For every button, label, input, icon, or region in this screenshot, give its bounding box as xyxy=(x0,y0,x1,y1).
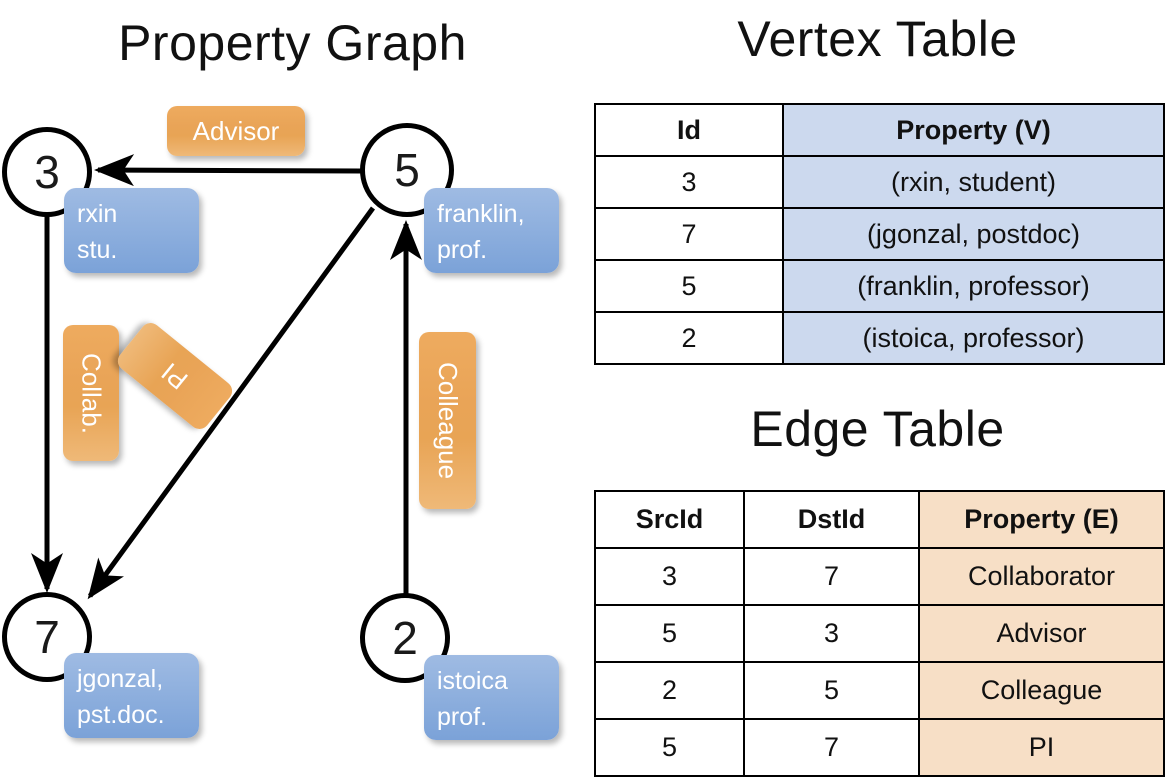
cell-property: (istoica, professor) xyxy=(782,311,1165,365)
cell-srcid: 5 xyxy=(594,604,745,663)
column-header-id: Id xyxy=(594,103,784,157)
node-property-box-7: jgonzal, pst.doc. xyxy=(64,653,199,738)
cell-id: 5 xyxy=(594,259,784,313)
edge-arrow-advisor xyxy=(94,154,362,187)
column-header-dstid: DstId xyxy=(743,490,920,549)
cell-property: Colleague xyxy=(918,661,1165,720)
table-header-row: Id Property (V) xyxy=(594,103,1165,157)
cell-srcid: 2 xyxy=(594,661,745,720)
edge-label-colleague: Colleague xyxy=(419,332,476,509)
cell-property: Collaborator xyxy=(918,547,1165,606)
node-property-box-3: rxin stu. xyxy=(64,188,199,273)
table-row[interactable]: 3 (rxin, student) xyxy=(594,155,1165,209)
graph-node-2[interactable]: 2 xyxy=(360,593,450,683)
cell-id: 2 xyxy=(594,311,784,365)
column-header-srcid: SrcId xyxy=(594,490,745,549)
edge-label-advisor: Advisor xyxy=(167,106,305,156)
table-row[interactable]: 2 (istoica, professor) xyxy=(594,311,1165,365)
node-property-line: prof. xyxy=(437,235,488,264)
cell-id: 7 xyxy=(594,207,784,261)
node-property-line: jgonzal, xyxy=(77,665,164,693)
table-header-row: SrcId DstId Property (E) xyxy=(594,490,1165,549)
table-row[interactable]: 2 5 Colleague xyxy=(594,661,1165,720)
cell-property: PI xyxy=(918,718,1165,777)
node-property-line: rxin xyxy=(77,200,118,228)
table-row[interactable]: 3 7 Collaborator xyxy=(594,547,1165,606)
table-row[interactable]: 7 (jgonzal, postdoc) xyxy=(594,207,1165,261)
edge-arrow-pi xyxy=(87,206,376,600)
property-graph-diagram: 3 5 7 2 rxin stu. franklin, prof. jgonza… xyxy=(0,0,585,760)
edge-label-collaborator: Collab. xyxy=(63,325,119,461)
graph-edge-arrows xyxy=(31,154,422,600)
cell-dstid: 7 xyxy=(743,718,920,777)
cell-dstid: 7 xyxy=(743,547,920,606)
column-header-property-e: Property (E) xyxy=(918,490,1165,549)
graph-node-5[interactable]: 5 xyxy=(360,123,454,217)
page-title-edge-table: Edge Table xyxy=(750,401,1005,457)
cell-dstid: 5 xyxy=(743,661,920,720)
page-title-property-graph: Property Graph xyxy=(118,15,467,71)
table-row[interactable]: 5 7 PI xyxy=(594,718,1165,777)
cell-property: (jgonzal, postdoc) xyxy=(782,207,1165,261)
node-property-box-5: franklin, prof. xyxy=(424,188,559,273)
vertex-table: Id Property (V) 3 (rxin, student) 7 (jgo… xyxy=(594,103,1165,365)
column-header-property-v: Property (V) xyxy=(782,103,1165,157)
node-property-line: franklin, xyxy=(437,200,525,228)
node-property-line: stu. xyxy=(77,235,118,264)
cell-property: (franklin, professor) xyxy=(782,259,1165,313)
node-property-box-2: istoica prof. xyxy=(424,655,559,740)
edge-table: SrcId DstId Property (E) 3 7 Collaborato… xyxy=(594,490,1165,777)
cell-id: 3 xyxy=(594,155,784,209)
cell-property: (rxin, student) xyxy=(782,155,1165,209)
node-property-line: pst.doc. xyxy=(77,700,165,729)
cell-srcid: 5 xyxy=(594,718,745,777)
cell-srcid: 3 xyxy=(594,547,745,606)
page-title-vertex-table: Vertex Table xyxy=(737,11,1018,67)
node-property-line: istoica xyxy=(437,667,508,695)
table-row[interactable]: 5 (franklin, professor) xyxy=(594,259,1165,313)
cell-property: Advisor xyxy=(918,604,1165,663)
table-row[interactable]: 5 3 Advisor xyxy=(594,604,1165,663)
cell-dstid: 3 xyxy=(743,604,920,663)
node-property-line: prof. xyxy=(437,702,488,731)
